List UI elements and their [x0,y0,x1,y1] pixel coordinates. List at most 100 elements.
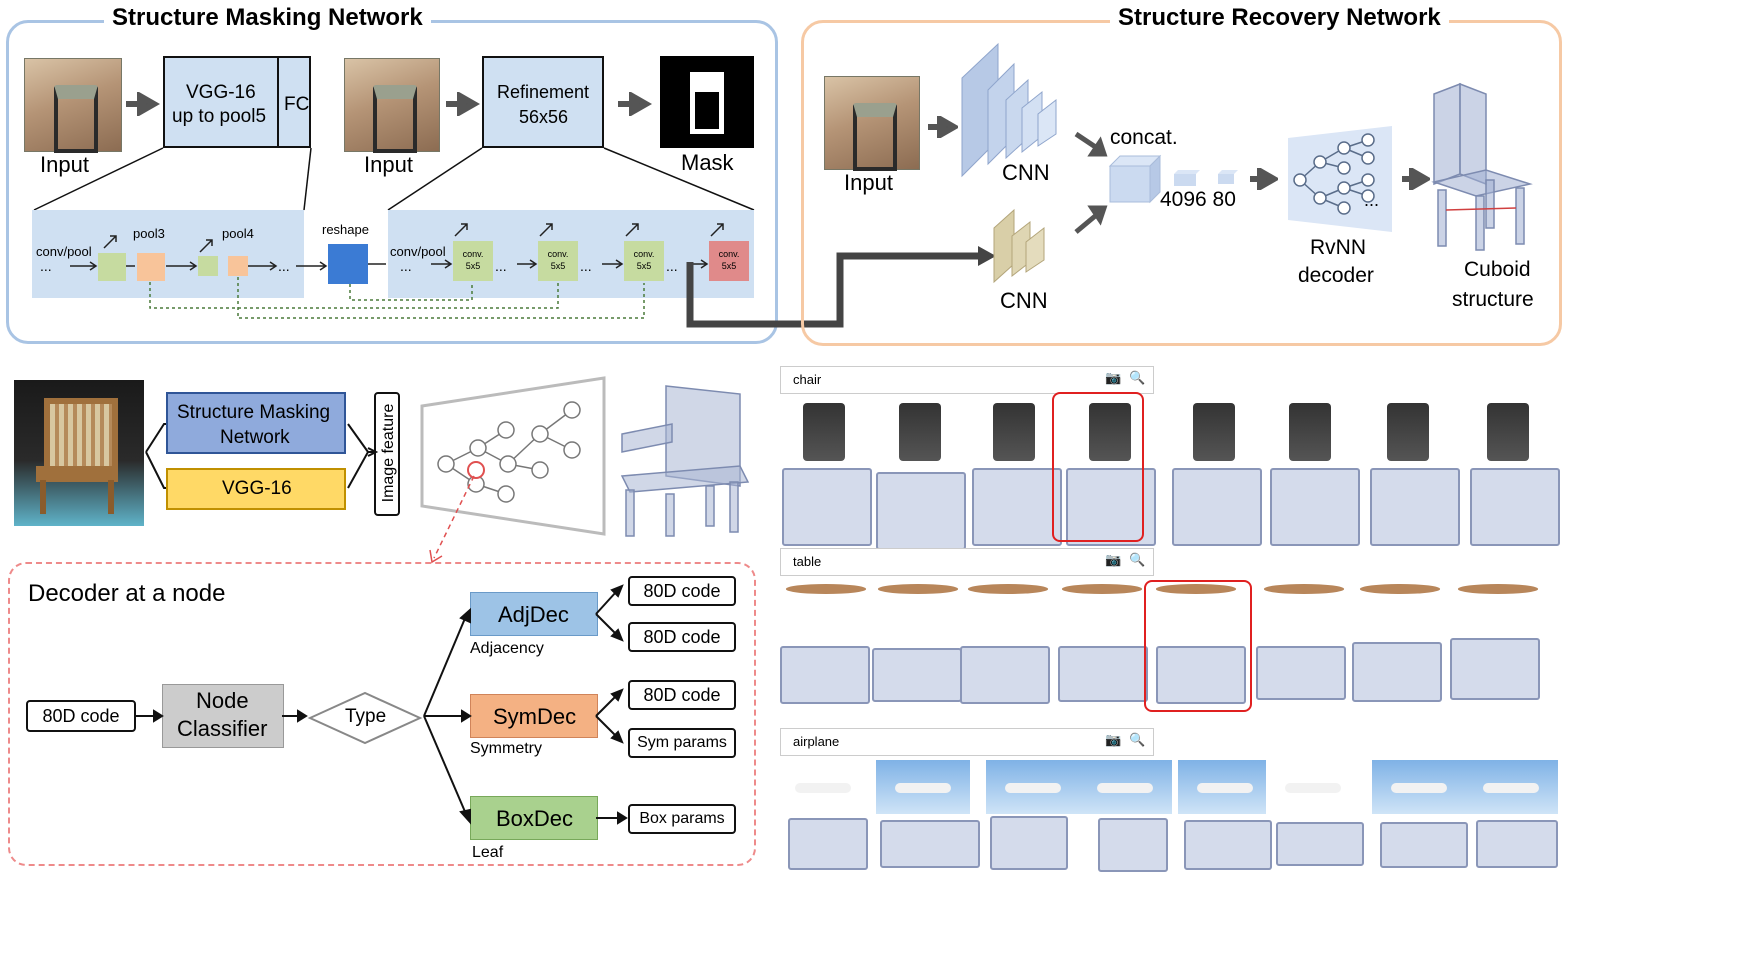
table-cuboid [960,646,1050,704]
table-image [1148,578,1244,638]
input-image-1 [24,58,122,154]
arrow-icon [1250,168,1278,190]
table-image [960,578,1056,638]
box-output: Box params [628,804,736,834]
search-icon[interactable]: 🔍 [1129,370,1146,385]
symdec-sub: Symmetry [470,740,542,757]
camera-icon[interactable]: 📷 [1105,370,1122,385]
decoder-arrows [136,584,628,825]
camera-icon[interactable]: 📷 [1105,552,1122,567]
concat-label: concat. [1110,126,1178,149]
table-image [1054,578,1150,638]
cnn-label-2: CNN [1000,288,1048,313]
search-bar-table[interactable]: table 📷 🔍 [780,548,1154,576]
symdec-box [470,694,598,738]
decoder-panel [8,562,756,866]
airplane-cuboid [990,816,1068,870]
camera-icon[interactable]: 📷 [1105,732,1122,747]
chair-image [776,394,872,470]
vgg-label-1: VGG-16 [186,82,256,103]
airplane-image [1078,760,1172,814]
cuboid-armchair [620,385,750,537]
chair-image [1166,394,1262,470]
airplane-image [876,760,970,814]
search-icon[interactable]: 🔍 [1129,552,1146,567]
table-results [776,578,1556,708]
smn-pill-label-1: Structure Masking [177,402,331,423]
table-image [1256,578,1352,638]
chair-image [1262,394,1358,470]
chair-failure-highlight [1052,392,1144,542]
boxdec-box [470,796,598,840]
box-output-label: Box params [639,810,725,827]
chair-cuboid [972,468,1062,546]
mask-label: Mask [681,150,734,175]
chair-cuboid [782,468,872,546]
conv5x5-block-2: conv.5x5 [538,241,578,281]
conv-label: conv. [462,249,484,259]
airplane-image [1178,760,1272,814]
table-image [778,578,874,638]
input-code-box: 80D code [26,700,136,732]
rvnn-decoder-graph [1288,126,1392,232]
adjdec-label: AdjDec [498,602,569,627]
adj-output-2-label: 80D code [643,627,721,647]
sym-output-2-label: Sym params [637,734,727,751]
srn-input-image [824,76,920,172]
refinement-label-2: 56x56 [519,107,569,127]
skip-connections [149,223,724,319]
adj-output-1-label: 80D code [643,581,721,601]
chair-cuboid [876,472,966,550]
table-cuboid [872,648,962,702]
image-feature-label: Image feature [380,403,397,503]
fc-label: FC [284,94,310,115]
rvnn-tree-diagram [420,376,606,536]
boxdec-sub: Leaf [472,844,504,861]
srn-input-label: Input [844,170,893,195]
search-icon[interactable]: 🔍 [1129,732,1146,747]
strip-arrows [70,235,328,271]
adj-output-1: 80D code [628,576,736,606]
adjdec-sub: Adjacency [470,640,544,657]
refinement-label-1: Refinement [497,82,590,102]
arrow-icon [1402,168,1430,190]
concat-cube [1108,154,1162,204]
dots-label: ... [400,258,412,274]
arrow-icon [618,92,652,116]
smn-title: Structure Masking Network [104,4,431,32]
conv5x5-block-output: conv.5x5 [709,241,749,281]
table-image [870,578,966,638]
sym-output-1-label: 80D code [643,685,721,705]
cuboid-chair [1431,82,1533,251]
arrow-icon [928,116,958,138]
mask-image [660,56,754,148]
search-bar-chair[interactable]: chair 📷 🔍 [780,366,1154,394]
pipeline-connectors [145,423,379,489]
dots-label: ... [278,258,290,274]
chair-cuboid [1270,468,1360,546]
chair-cuboid [1172,468,1262,546]
airplane-cuboid [1098,818,1168,872]
dots-label: ... [495,258,507,274]
search-bar-airplane[interactable]: airplane 📷 🔍 [780,728,1154,756]
sym-output-1: 80D code [628,680,736,710]
image-feature-box [374,392,400,516]
cnn-stack-blue [961,42,1057,178]
fc-vectors [1174,170,1238,186]
vgg-box [163,56,311,148]
dims-label: 4096 80 [1160,188,1236,211]
pool4-block [228,256,248,276]
conv-block-green [198,256,218,276]
rvnn-label-1: RvNN [1310,236,1366,259]
symdec-label: SymDec [493,704,577,729]
table-cuboid [1256,646,1346,700]
airplane-cuboid [788,818,868,870]
airplane-cuboid [1476,820,1558,868]
type-diamond [307,691,423,745]
chair-image [966,394,1062,470]
arrow-icon [126,92,160,116]
airplane-image [986,760,1080,814]
chair-image [1360,394,1456,470]
rvnn-ellipsis: ... [1364,190,1380,210]
conv-label: conv. [718,249,740,259]
